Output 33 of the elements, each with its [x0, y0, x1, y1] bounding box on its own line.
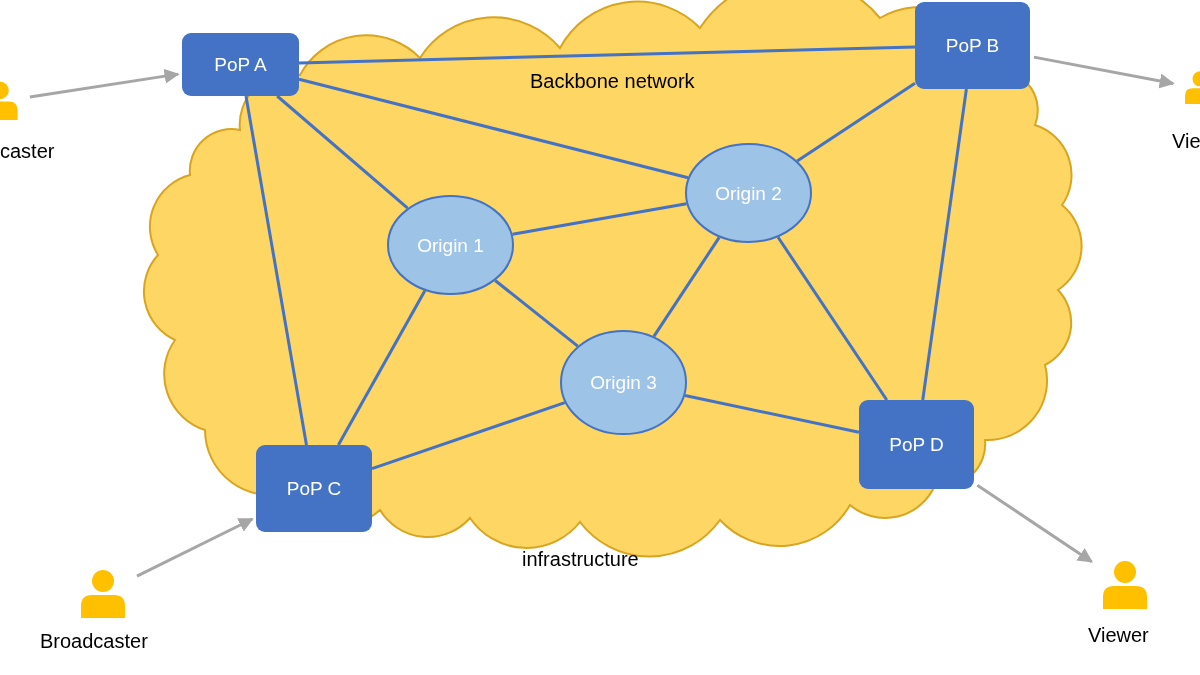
link-line — [684, 394, 860, 434]
link-line — [494, 279, 579, 348]
link-line — [298, 45, 916, 65]
person-label: Broadcaster — [40, 630, 148, 653]
cloud-title: Backbone network — [530, 70, 695, 93]
arrow — [136, 517, 254, 578]
origin-label: Origin 3 — [589, 371, 658, 395]
origin-label: Origin 2 — [714, 181, 783, 206]
link-line — [776, 236, 888, 401]
link-line — [921, 88, 968, 401]
person-icon — [1100, 558, 1150, 610]
person-label: Vie — [1172, 130, 1200, 153]
cloud-caption: infrastructure — [522, 548, 639, 571]
link-line — [796, 82, 916, 163]
pop-label: PoP D — [889, 433, 944, 456]
pop-label: PoP C — [286, 477, 342, 500]
link-line — [276, 94, 409, 210]
arrow — [1033, 55, 1175, 89]
link-line — [512, 202, 687, 236]
origin-label: Origin 1 — [416, 233, 485, 258]
person-icon — [78, 568, 128, 618]
arrow — [976, 483, 1093, 563]
pop-label: PoP A — [214, 53, 267, 76]
pop-label: PoP B — [945, 34, 1000, 57]
arrow — [29, 68, 180, 99]
link-line — [371, 401, 566, 471]
person-label: Viewer — [1088, 624, 1149, 647]
pop-box — [182, 33, 299, 96]
person-label: caster — [0, 140, 55, 163]
link-line — [337, 290, 427, 446]
link-line — [298, 77, 689, 180]
link-line — [244, 95, 308, 446]
link-line — [652, 236, 721, 338]
